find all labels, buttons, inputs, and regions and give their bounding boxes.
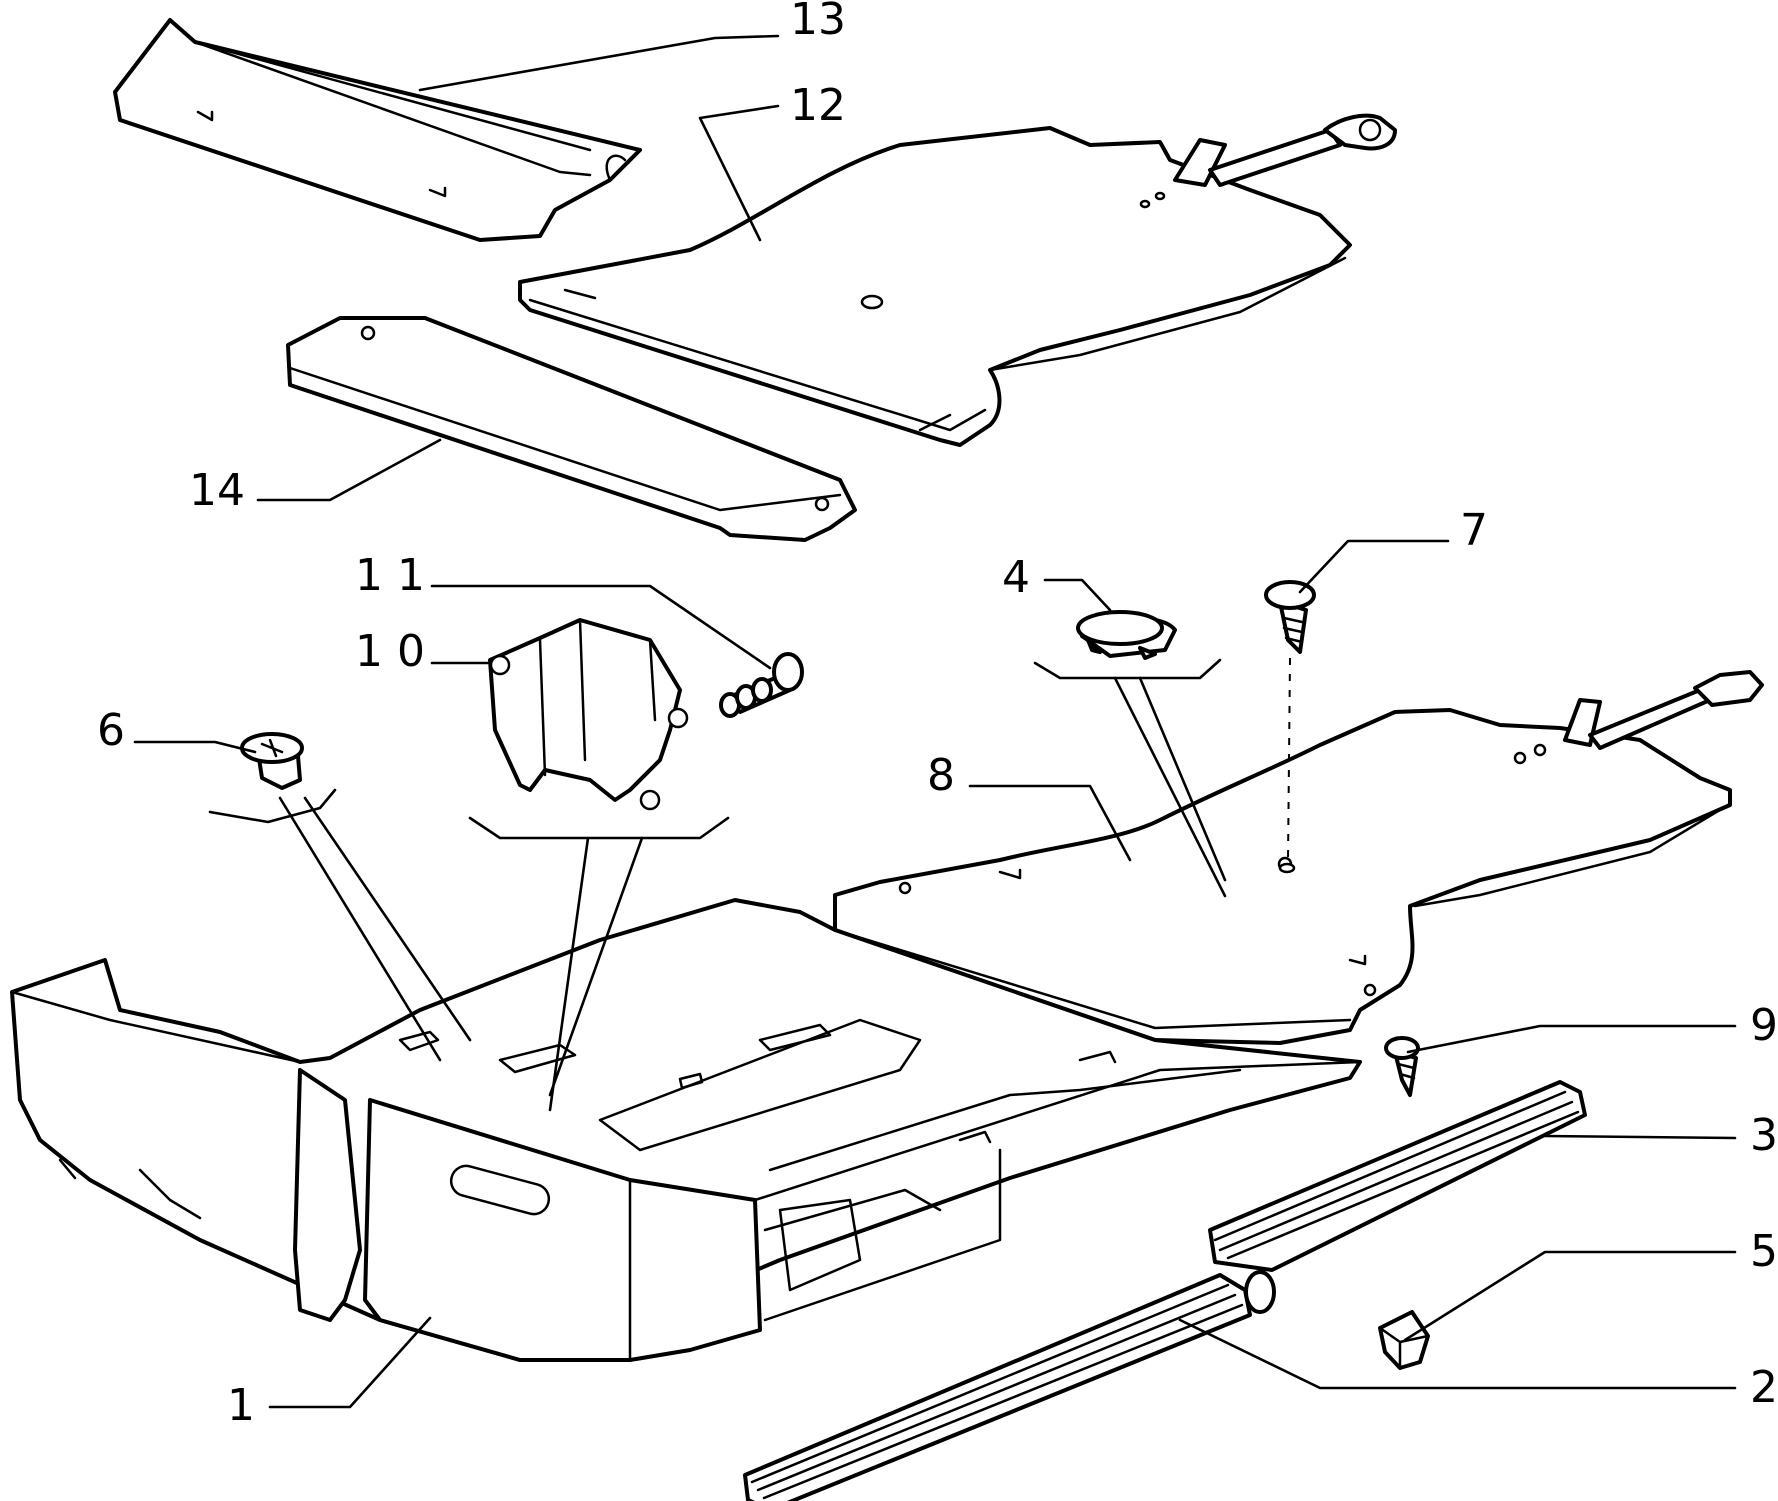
callout-6: 6 (97, 705, 125, 756)
part-8-lower-floor-mat (833, 670, 1764, 1045)
callout-9: 9 (1750, 1000, 1778, 1051)
callout-leaders (133, 34, 1737, 1409)
part-9-screw (1384, 1036, 1420, 1097)
callout-5: 5 (1750, 1226, 1778, 1277)
part-6-screw-cap (240, 732, 304, 790)
part-11-push-clip (719, 652, 804, 718)
callout-11: 1 1 (355, 550, 425, 601)
callout-2: 2 (1750, 1362, 1778, 1413)
callout-1: 1 (227, 1380, 255, 1431)
callout-10: 1 0 (355, 626, 425, 677)
part-13-trim-channel (113, 18, 642, 242)
part-4-plug (1076, 610, 1177, 660)
callout-3: 3 (1750, 1110, 1778, 1161)
part-10-bracket (488, 618, 689, 811)
callout-12: 12 (790, 80, 846, 131)
part-12-upper-floor-mat (518, 113, 1397, 447)
assembly-guides (208, 657, 1296, 1112)
part-2-sill-strip-front (743, 1270, 1276, 1501)
part-14-flat-panel (286, 316, 857, 542)
callout-4: 4 (1002, 552, 1030, 603)
part-1-floor-tub (10, 898, 1362, 1362)
callout-8: 8 (927, 750, 955, 801)
part-3-sill-strip-rear (1208, 1080, 1587, 1272)
callout-14: 14 (189, 465, 245, 516)
callout-labels: 1 2 3 4 5 6 7 8 9 1 0 1 1 12 13 14 (97, 0, 1778, 1431)
callout-13: 13 (790, 0, 846, 45)
part-7-screw (1264, 580, 1316, 654)
callout-7: 7 (1460, 505, 1488, 556)
